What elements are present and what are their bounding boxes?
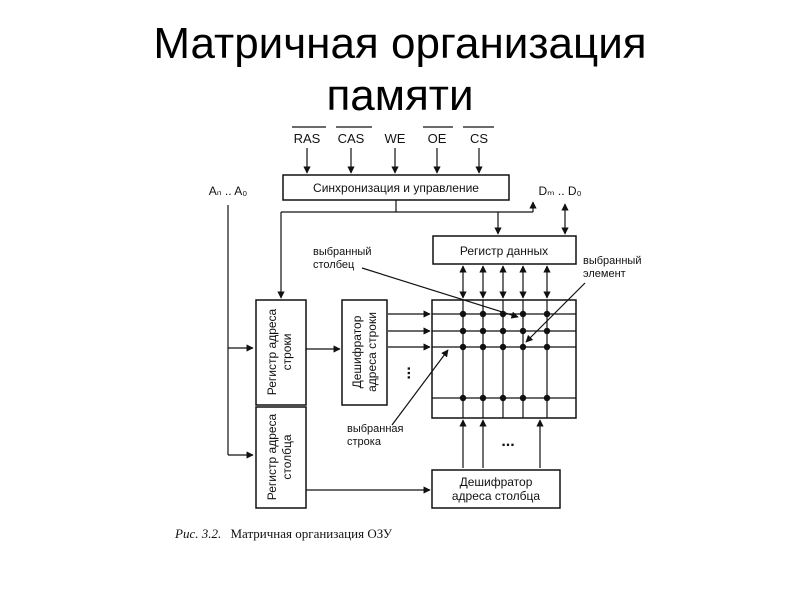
data-register-arrows	[459, 265, 551, 299]
sync-control-label: Синхронизация и управление	[313, 181, 479, 195]
column-address-register-block	[255, 406, 307, 509]
signal-cs: CS	[470, 131, 488, 146]
selected-element-pointer	[525, 282, 586, 343]
figure-caption: Рис. 3.2. Матричная организация ОЗУ	[174, 526, 393, 541]
row-decoder-arrows	[388, 310, 431, 351]
column-address-register-line1: Регистр адреса	[265, 413, 279, 500]
control-signals	[292, 126, 494, 174]
row-decoder-line1: Дешифратор	[350, 315, 364, 388]
address-bus-label: Aₙ .. A₀	[209, 184, 247, 198]
signal-ras: RAS	[294, 131, 321, 146]
signal-oe: OE	[428, 131, 447, 146]
signal-we: WE	[385, 131, 406, 146]
matrix-cell	[459, 310, 467, 318]
selected-element-line1: выбранный	[583, 255, 642, 267]
matrix-cell	[499, 394, 507, 402]
matrix-cell	[543, 394, 551, 402]
column-decoder-ellipsis: ...	[501, 433, 514, 450]
matrix-cell	[499, 343, 507, 351]
row-address-register-line1: Регистр адреса	[265, 308, 279, 395]
data-register-label: Регистр данных	[460, 244, 548, 258]
control-distribution-lines	[277, 200, 537, 299]
column-decoder-block	[431, 469, 561, 509]
row-decoder-block	[341, 299, 388, 406]
matrix-cell	[479, 310, 487, 318]
matrix-cell	[479, 343, 487, 351]
row-address-register-line2: строки	[280, 334, 294, 371]
matrix-cell	[479, 327, 487, 335]
column-decoder-line1: Дешифратор	[460, 475, 533, 489]
address-bus-lines	[227, 205, 254, 459]
selected-column-pointer	[361, 267, 519, 319]
row-address-register-block	[255, 299, 307, 406]
matrix-cell	[459, 394, 467, 402]
matrix-cell	[459, 327, 467, 335]
signal-cas: CAS	[338, 131, 365, 146]
slide-title: Матричная организация памяти	[0, 18, 800, 122]
matrix-cell	[543, 327, 551, 335]
row-decoder-ellipsis: ...	[397, 366, 414, 379]
matrix-cell	[499, 327, 507, 335]
selected-row-line1: выбранная	[347, 423, 404, 435]
title-line-1: Матричная организация	[153, 19, 647, 68]
selected-row-pointer	[391, 349, 449, 426]
matrix-cell	[479, 394, 487, 402]
column-decoder-arrows	[459, 419, 544, 468]
matrix-cell	[519, 327, 527, 335]
column-address-register-line2: столбца	[280, 434, 294, 480]
matrix-cell	[519, 394, 527, 402]
row-decoder-line2: адреса строки	[365, 312, 379, 392]
data-register-block	[432, 235, 577, 265]
title-line-2: памяти	[326, 71, 474, 120]
matrix-cell	[519, 310, 527, 318]
figure-caption-text: Матричная организация ОЗУ	[230, 526, 392, 541]
selected-column-line1: выбранный	[313, 246, 372, 258]
matrix-cell	[519, 343, 527, 351]
matrix-cells	[459, 310, 551, 402]
data-bus-label: Dₘ .. D₀	[538, 184, 581, 198]
selected-column-line2: столбец	[313, 259, 355, 271]
column-decoder-line2: адреса столбца	[452, 489, 541, 503]
matrix-cell	[543, 310, 551, 318]
matrix-cell	[459, 343, 467, 351]
figure-caption-prefix: Рис. 3.2.	[174, 526, 221, 541]
selected-element-line2: элемент	[583, 268, 626, 280]
selected-row-line2: строка	[347, 436, 382, 448]
sync-control-block	[282, 174, 510, 201]
matrix-cell	[543, 343, 551, 351]
